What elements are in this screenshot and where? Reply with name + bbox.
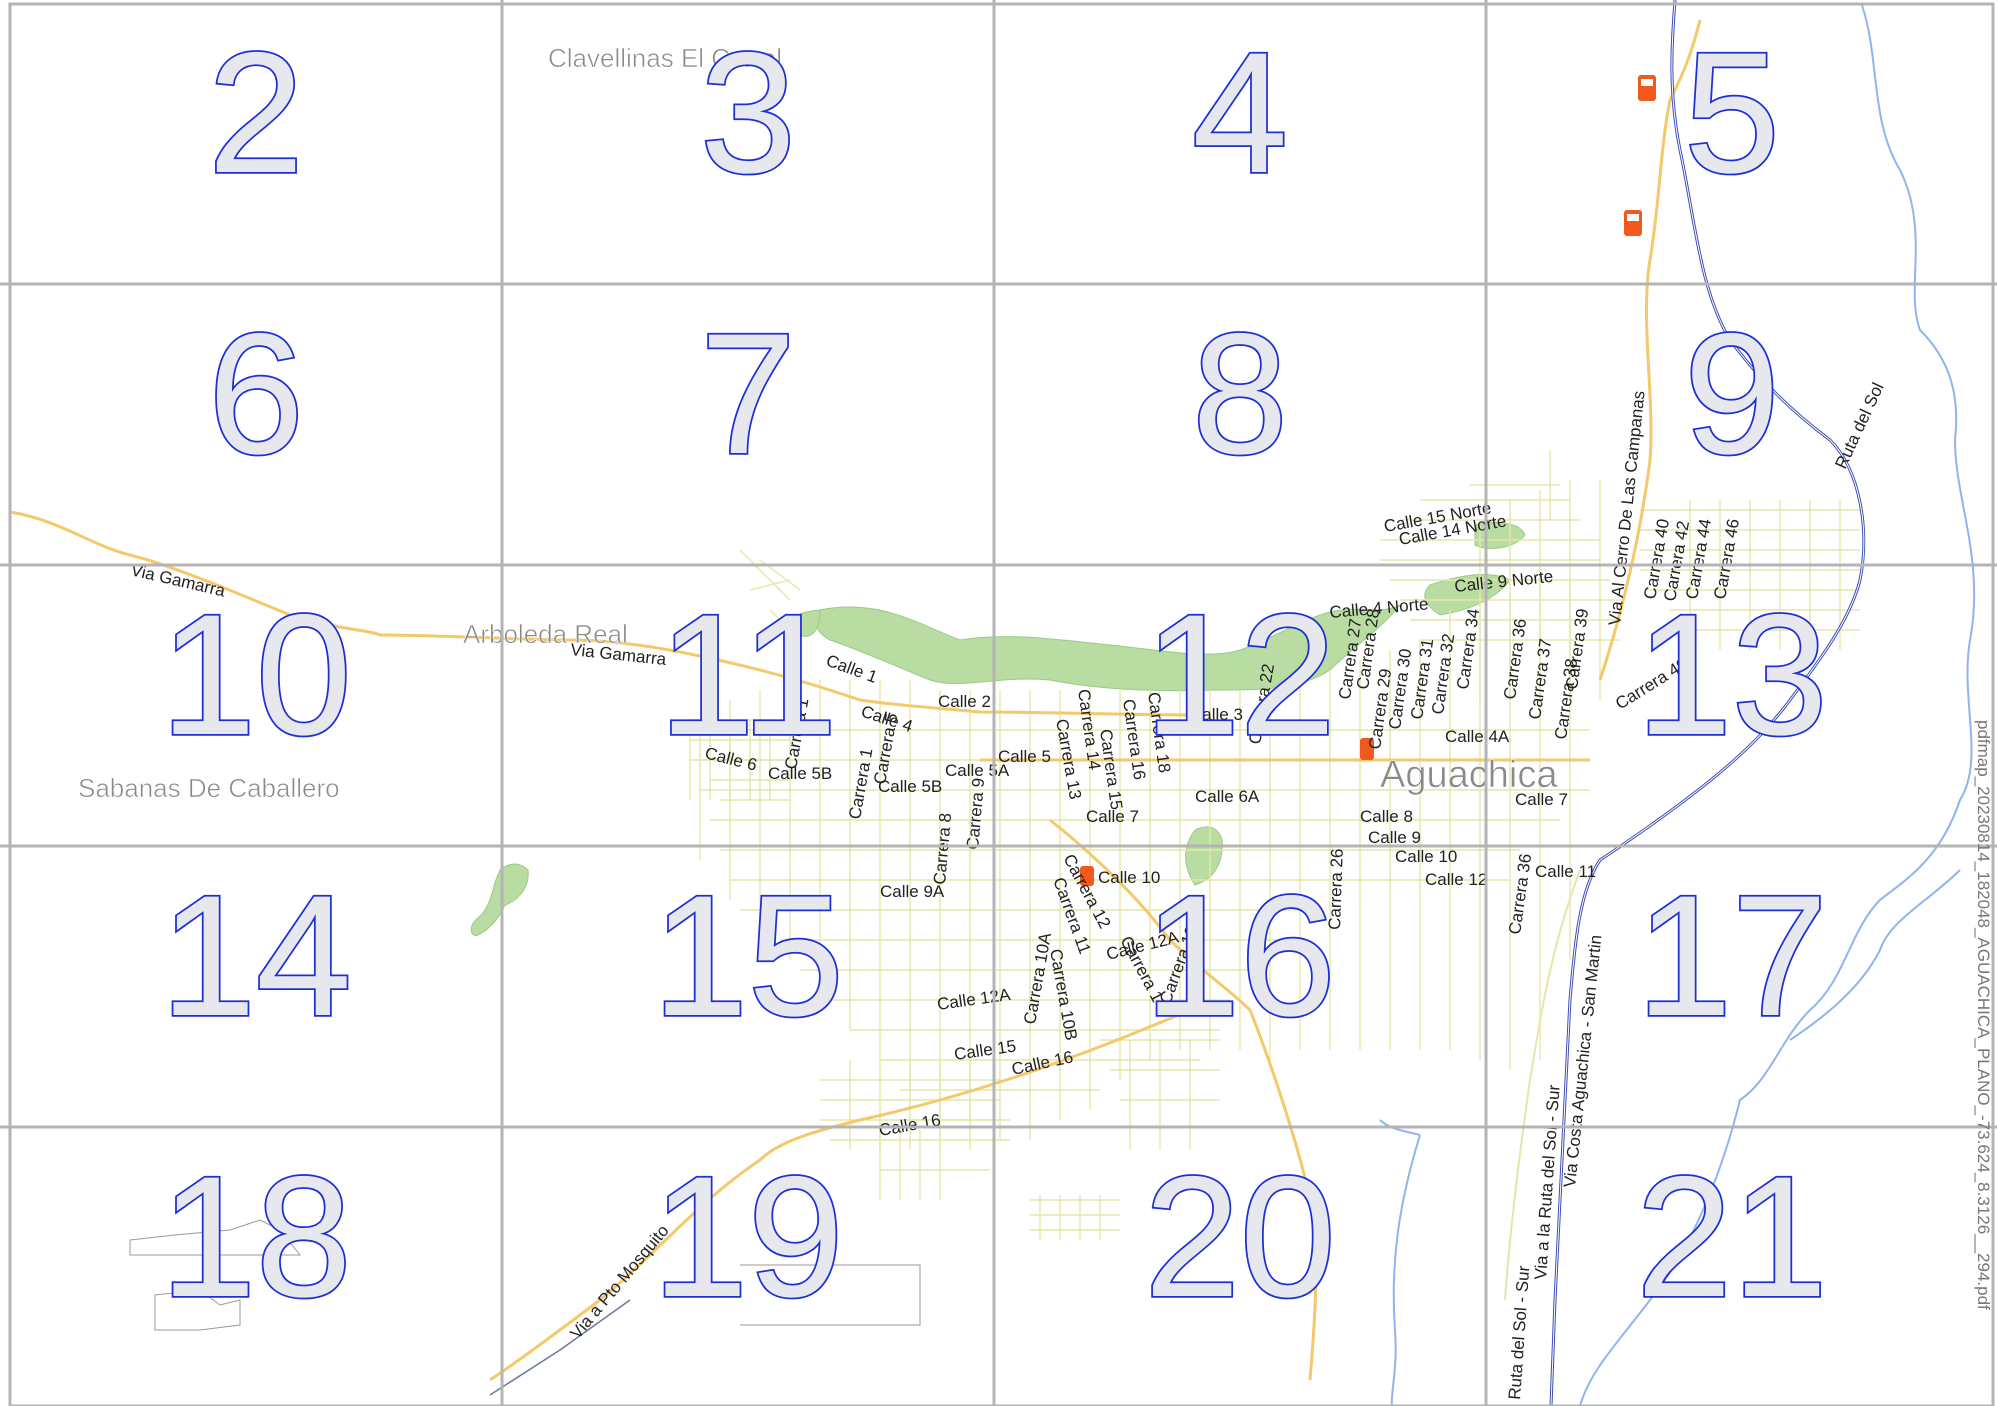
grid-cell-number[interactable]: 16: [1143, 858, 1338, 1054]
park-center: [1185, 826, 1223, 886]
grid-cell-number[interactable]: 18: [159, 1139, 354, 1335]
place-label-sabanas: Sabanas De Caballero: [78, 773, 340, 803]
highway-ruta-del-sol-inner: [1550, 0, 1865, 1406]
rural-outline-layer: [129, 1219, 921, 1331]
grid-cell-number[interactable]: 6: [206, 296, 305, 492]
road-calle-16: [859, 1008, 1191, 1122]
street-label: Carrera 8: [930, 812, 955, 885]
street-label: Calle 2: [938, 692, 991, 711]
fuel-station-icon[interactable]: [1638, 75, 1656, 101]
grid-cell-number[interactable]: 17: [1635, 858, 1830, 1054]
grid-cell-number[interactable]: 13: [1635, 577, 1830, 773]
grid-cell-number[interactable]: 14: [159, 858, 354, 1054]
street-label: Calle 5B: [768, 764, 832, 783]
grid-cell-number[interactable]: 11: [657, 577, 839, 773]
river-south: [1390, 1134, 1421, 1406]
farm-outline: [154, 1289, 241, 1331]
grid-cell-number[interactable]: 19: [651, 1139, 846, 1335]
road-via-mosquito: [489, 1118, 861, 1382]
grid-cell-number[interactable]: 8: [1190, 296, 1289, 492]
street-label: Calle 10: [1395, 847, 1457, 866]
street-label: Calle 10: [1098, 868, 1160, 887]
river-tiny: [1379, 1119, 1421, 1136]
road-label-ruta-sol: Ruta del Sol: [1831, 380, 1887, 472]
street-label: Calle 11: [1535, 862, 1596, 881]
road-label-layer: Via Gamarra Via Gamarra Via Al Cerro De …: [129, 380, 1888, 1401]
farm-outline: [740, 1264, 921, 1326]
place-label-clavellinas: Clavellinas El Corral: [548, 43, 782, 73]
grid-cell-number[interactable]: 7: [698, 296, 797, 492]
grid-cell-number[interactable]: 5: [1682, 15, 1781, 211]
street-label: Calle 9A: [880, 882, 945, 901]
road-via-gamarra: [9, 510, 1201, 717]
park-west: [470, 863, 529, 936]
street-label: Calle 12A: [936, 985, 1012, 1014]
street-label: Carrera 10B: [1046, 947, 1081, 1042]
park-layer: [470, 522, 1526, 936]
street-label: Calle 12: [1425, 870, 1487, 889]
grid-cell-number[interactable]: 9: [1682, 296, 1781, 492]
road-ruta-sol-south-branch: [1504, 869, 1581, 1301]
fuel-station-layer: [1080, 75, 1656, 886]
street-label: Carrera 26: [1325, 848, 1347, 930]
streets-northeast: [1380, 450, 1620, 700]
streets-center-v: [699, 580, 1571, 1140]
street-label: Calle 5A: [945, 761, 1010, 780]
street-label: Calle 7: [1515, 790, 1568, 809]
grid-cell-number[interactable]: 10: [159, 577, 354, 773]
place-label-town: Aguachica: [1380, 754, 1558, 796]
road-diagonal-south: [1049, 818, 1318, 1381]
road-label-ruta-sol-sur: Ruta del Sol - Sur: [1505, 1265, 1533, 1401]
street-label: Calle 8: [1360, 807, 1413, 826]
grid-cell-number[interactable]: 12: [1143, 577, 1338, 773]
street-label: Carrera 36: [1500, 617, 1530, 700]
street-label: Calle 16: [1010, 1047, 1075, 1079]
highway-layer: [489, 0, 1866, 1406]
road-gray-southwest: [489, 1299, 631, 1396]
fuel-station-icon[interactable]: [1624, 210, 1642, 236]
grid-frame: [8, 2, 1995, 1406]
grid-cell-number[interactable]: 21: [1635, 1139, 1830, 1335]
grid-cell-number[interactable]: 3: [698, 15, 797, 211]
streets-east: [1640, 500, 1860, 650]
farm-outline: [129, 1219, 302, 1256]
streets-west-block: [689, 719, 790, 801]
street-label: Calle 4A: [1445, 727, 1510, 746]
streets-southwest: [879, 1130, 1120, 1240]
street-label: Calle 5: [998, 747, 1051, 766]
fuel-station-icon[interactable]: [1360, 738, 1374, 760]
place-label-layer: Clavellinas El Corral Arboleda Real Saba…: [78, 43, 1559, 804]
road-label-via-gamarra: Via Gamarra: [570, 640, 668, 669]
grid-cell-number[interactable]: 4: [1190, 15, 1289, 211]
park-north-band: [815, 604, 1401, 692]
river-layer: [1379, 4, 1976, 1406]
street-label: Calle 9 Norte: [1453, 567, 1554, 596]
street-label: Carrera 37: [1525, 637, 1555, 720]
fuel-station-icon[interactable]: [1080, 866, 1094, 886]
park-river-left: [789, 609, 821, 637]
streets-northwest: [739, 549, 801, 631]
street-label: Calle 7: [1086, 807, 1139, 826]
grid-cell-number[interactable]: 2: [206, 15, 305, 211]
town-street-layer: [689, 450, 1860, 1240]
street-label: Calle 9: [1368, 828, 1421, 847]
street-label: Carrera 10A: [1020, 931, 1055, 1026]
file-name-note: pdfmap_20230814_182048_AGUACHICA_PLANO_-…: [1974, 720, 1993, 1310]
river-branch: [1789, 869, 1961, 1041]
river-east: [1579, 4, 1976, 1406]
place-label-arboleda: Arboleda Real: [463, 619, 628, 649]
grid-cell-number[interactable]: 15: [651, 858, 846, 1054]
street-label: Calle 6A: [1195, 787, 1260, 806]
street-label: Carrera 9: [963, 777, 988, 850]
street-label: Calle 5B: [878, 777, 942, 796]
street-label: Calle 3: [1190, 705, 1243, 724]
grid-numbers: 2 3 4 5 6 7 8 9 10 11 12 13 14 15 16 17 …: [159, 15, 1830, 1335]
street-label: Carrera 15: [1096, 728, 1126, 811]
grid-cell-number[interactable]: 20: [1143, 1139, 1338, 1335]
